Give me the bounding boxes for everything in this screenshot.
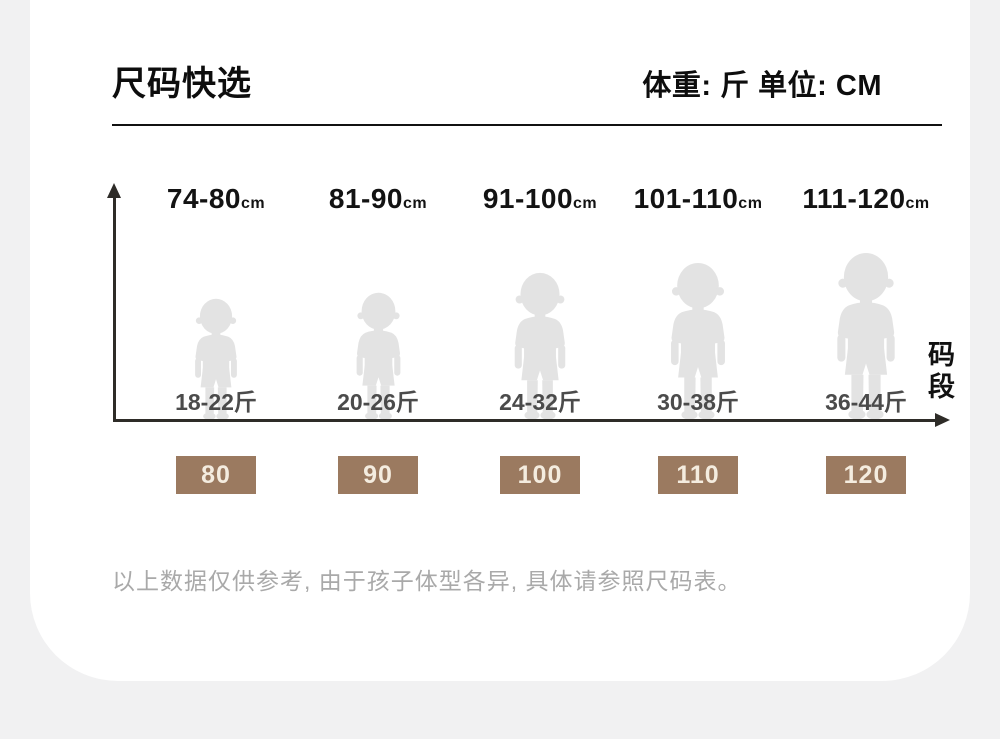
weight-range-label: 36-44斤: [825, 389, 907, 415]
height-range-label: 111-120cm: [776, 183, 956, 215]
units-note: 体重: 斤 单位: CM: [642, 70, 882, 102]
y-axis-line: [113, 196, 116, 422]
height-range-label: 91-100cm: [450, 183, 630, 215]
header-divider: [112, 124, 942, 126]
size-badge: 100: [500, 456, 580, 494]
weight-range-label: 18-22斤: [175, 389, 257, 415]
size-badge: 120: [826, 456, 906, 494]
x-axis-arrow-icon: [935, 413, 950, 427]
height-range-unit: cm: [905, 195, 930, 212]
height-range-unit: cm: [403, 195, 428, 212]
height-range-label: 81-90cm: [288, 183, 468, 215]
disclaimer-note: 以上数据仅供参考, 由于孩子体型各异, 具体请参照尺码表。: [112, 568, 742, 594]
x-axis-label: 码段: [924, 340, 954, 404]
size-guide-card: 尺码快选 体重: 斤 单位: CM 码段 74-80cm 18-22斤 80 8…: [30, 0, 970, 681]
height-range-label: 74-80cm: [126, 183, 306, 215]
height-range-unit: cm: [738, 195, 763, 212]
height-range-unit: cm: [573, 195, 598, 212]
size-badge: 80: [176, 456, 256, 494]
y-axis-arrow-icon: [107, 183, 121, 198]
x-axis-line: [113, 419, 937, 422]
page-title: 尺码快选: [112, 65, 252, 103]
weight-range-label: 20-26斤: [337, 389, 419, 415]
height-range-value: 81-90: [328, 183, 403, 214]
weight-range-label: 24-32斤: [499, 389, 581, 415]
height-range-value: 111-120: [802, 183, 906, 214]
height-range-value: 101-110: [633, 183, 739, 214]
size-badge: 90: [338, 456, 418, 494]
size-badge: 110: [658, 456, 738, 494]
weight-range-label: 30-38斤: [657, 389, 739, 415]
height-range-value: 91-100: [482, 183, 574, 214]
height-range-unit: cm: [241, 195, 266, 212]
height-range-value: 74-80: [166, 183, 241, 214]
height-range-label: 101-110cm: [608, 183, 788, 215]
